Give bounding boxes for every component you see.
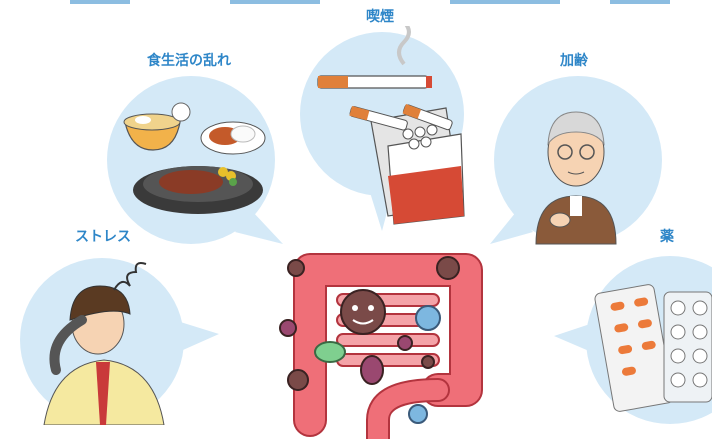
- top-cutoff-band: [0, 0, 712, 6]
- elderly-man-icon: [535, 111, 617, 245]
- aging-bubble: [488, 72, 668, 257]
- intestine-illustration: [268, 240, 498, 439]
- food-icon: [123, 102, 266, 214]
- bacteria-icon: [279, 256, 460, 424]
- diet-bubble: [103, 72, 288, 257]
- medicine-blister-icon: [594, 284, 712, 412]
- label-diet: 食生活の乱れ: [147, 53, 231, 69]
- cigarette-icon: [317, 26, 465, 225]
- intestine-icon: [293, 253, 483, 439]
- stress-bubble: [14, 250, 224, 425]
- medicine-bubble: [552, 250, 712, 425]
- smoking-bubble: [296, 26, 471, 236]
- stressed-man-icon: [43, 262, 165, 425]
- label-stress: ストレス: [75, 229, 131, 245]
- label-medicine: 薬: [660, 229, 674, 245]
- label-smoking: 喫煙: [366, 9, 394, 25]
- label-aging: 加齢: [560, 53, 588, 69]
